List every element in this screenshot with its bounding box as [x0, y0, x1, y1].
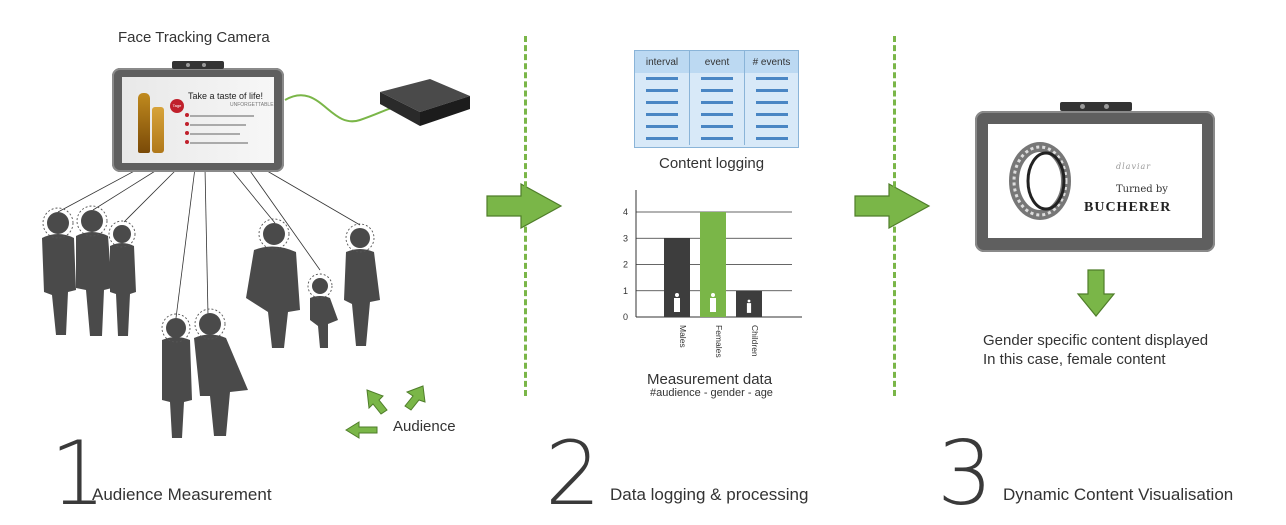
person-icon: [746, 299, 752, 313]
table-header-events-count: # events: [744, 51, 798, 73]
ring-image: [1009, 142, 1071, 220]
table-header-event: event: [689, 51, 745, 73]
screen-badge: Tage: [170, 99, 184, 113]
screen-brand: BUCHERER: [1084, 200, 1172, 215]
table-cell: [745, 73, 799, 85]
face-tracking-camera-2: [1060, 102, 1132, 111]
camera-label: Face Tracking Camera: [118, 29, 270, 46]
table-header-interval: interval: [635, 51, 690, 73]
table-cell: [635, 85, 690, 97]
table-cell: [689, 85, 745, 97]
screen-turned-by: Turned by: [1116, 184, 1168, 195]
table-caption: Content logging: [659, 155, 765, 172]
step2-title: Data logging & processing: [610, 485, 809, 504]
flow-arrow-2: [854, 182, 931, 230]
table-cell: [745, 109, 799, 121]
step3-number: 3: [937, 422, 993, 525]
table-cell: [745, 85, 799, 97]
table-row: [635, 73, 798, 85]
table-cell: [689, 97, 745, 109]
display-screen-2: dlaviar Turned by BUCHERER: [975, 111, 1215, 252]
table-cell: [635, 97, 690, 109]
face-tracking-camera: [172, 61, 224, 69]
y-tick-label: 1: [623, 286, 628, 296]
table-cell: [689, 133, 745, 145]
screen-subline: UNFORGETTABLE: [230, 102, 274, 108]
person-icon: [710, 293, 716, 312]
step2-number: 2: [545, 422, 601, 525]
beer-bottle-image: [138, 93, 150, 153]
screen-headline: Take a taste of life!: [188, 91, 264, 101]
table-row: [635, 109, 798, 121]
table-row: [635, 121, 798, 133]
screen-brand-small: dlaviar: [1116, 162, 1152, 171]
table-cell: [635, 121, 690, 133]
table-body: [635, 73, 798, 145]
separator-1: [524, 36, 527, 396]
table-cell: [635, 73, 690, 85]
table-cell: [745, 133, 799, 145]
step1-title: Audience Measurement: [92, 485, 272, 504]
down-arrow: [1076, 269, 1116, 317]
y-tick-label: 0: [623, 312, 628, 322]
table-cell: [745, 97, 799, 109]
table-cell: [635, 133, 690, 145]
step1-number: 1: [50, 422, 106, 525]
table-row: [635, 97, 798, 109]
separator-2: [893, 36, 896, 396]
table-cell: [689, 121, 745, 133]
chart-subcaption: #audience - gender - age: [650, 387, 773, 399]
audience-silhouettes: [42, 205, 380, 438]
table-cell: [689, 109, 745, 121]
result-caption-line2: In this case, female content: [983, 351, 1166, 368]
display-screen-1: Tage Take a taste of life! UNFORGETTABLE: [112, 68, 284, 172]
x-tick-label: Males: [678, 325, 688, 348]
audience-arrows: [345, 385, 426, 439]
table-row: [635, 85, 798, 97]
x-tick-label: Children: [750, 325, 760, 357]
tracking-lines: [57, 94, 413, 319]
x-tick-label: Females: [714, 325, 724, 358]
chart-caption: Measurement data: [647, 371, 773, 388]
y-tick-label: 3: [623, 233, 628, 243]
content-log-table: interval event # events: [634, 50, 799, 148]
table-row: [635, 133, 798, 145]
step3-title: Dynamic Content Visualisation: [1003, 485, 1234, 504]
audience-label: Audience: [393, 418, 456, 435]
media-player-box: [380, 79, 470, 126]
y-tick-label: 4: [623, 207, 628, 217]
result-caption-line1: Gender specific content displayed: [983, 332, 1209, 349]
person-icon: [674, 293, 680, 312]
table-cell: [689, 73, 745, 85]
table-cell: [635, 109, 690, 121]
table-cell: [745, 121, 799, 133]
y-tick-label: 2: [623, 260, 628, 270]
